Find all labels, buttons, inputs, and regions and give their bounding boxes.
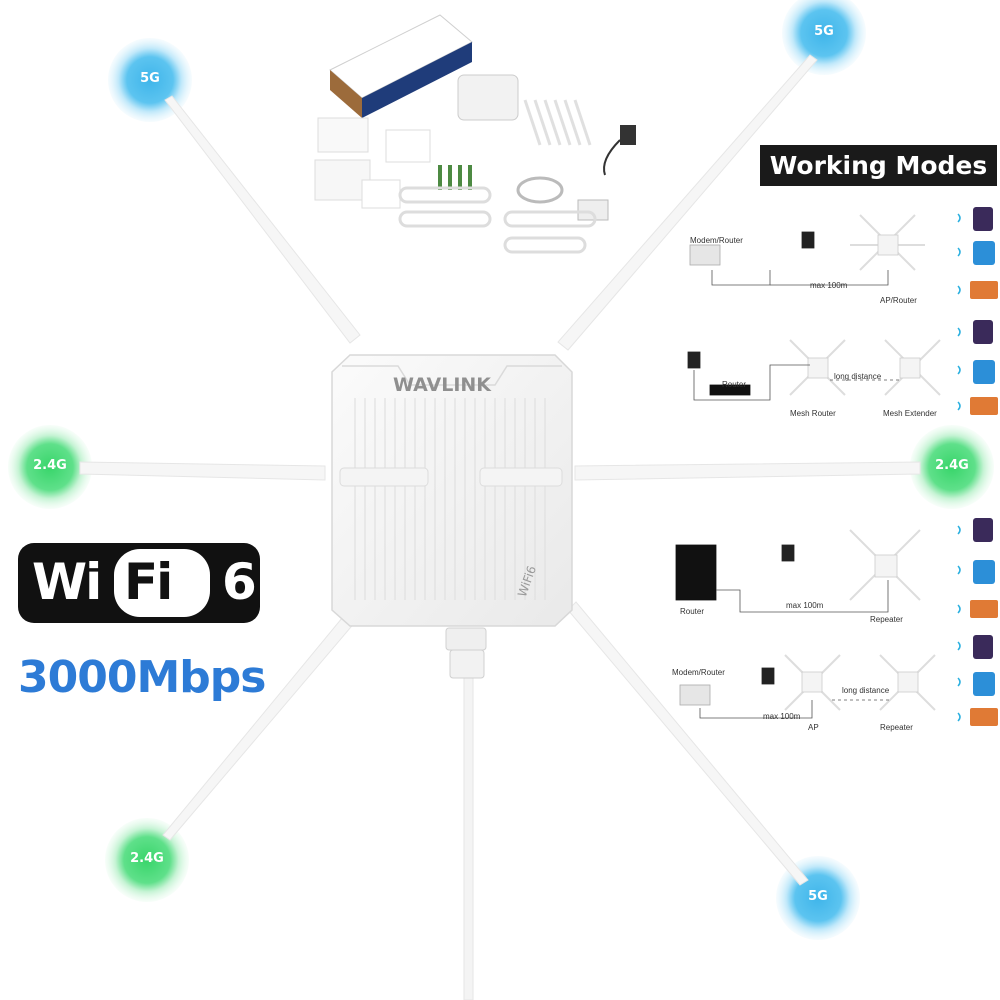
mode4-label-ap: AP bbox=[808, 723, 819, 732]
mode2-label-mesh-router: Mesh Router bbox=[790, 409, 836, 418]
antennas bbox=[79, 54, 921, 1000]
ap-device bbox=[331, 354, 573, 679]
mode1-label-ap-router: AP/Router bbox=[880, 296, 917, 305]
mode4-label-modem: Modem/Router bbox=[672, 668, 725, 677]
mode1-label-distance: max 100m bbox=[810, 281, 848, 290]
mode4-label-distance: max 100m bbox=[763, 712, 801, 721]
band-24g-glow-right bbox=[910, 425, 994, 509]
working-mode-diagrams bbox=[675, 214, 941, 719]
wifi-logo-fi-box bbox=[114, 549, 210, 617]
band-label-24g-right: 2.4G bbox=[935, 458, 969, 473]
band-label-24g-left: 2.4G bbox=[33, 458, 67, 473]
mode2-label-mesh-extender: Mesh Extender bbox=[883, 409, 937, 418]
mode3-label-distance: max 100m bbox=[786, 601, 824, 610]
mode4-label-long-distance: long distance bbox=[842, 686, 890, 695]
working-modes-title: Working Modes bbox=[760, 145, 997, 186]
band-label-24g-bottom-left: 2.4G bbox=[130, 851, 164, 866]
band-label-5g-top-left: 5G bbox=[140, 71, 160, 86]
band-24g-glow-left bbox=[8, 425, 92, 509]
mode1-label-modem: Modem/Router bbox=[690, 236, 743, 245]
mode3-label-repeater: Repeater bbox=[870, 615, 903, 624]
wifi-logo-generation: 6 bbox=[222, 553, 257, 611]
mode2-label-router: Router bbox=[722, 380, 747, 389]
package-contents bbox=[314, 14, 636, 254]
wifi-logo-fi: Fi bbox=[124, 553, 173, 611]
band-label-5g-bottom-right: 5G bbox=[808, 889, 828, 904]
speed-label: 3000Mbps bbox=[18, 652, 266, 703]
client-devices bbox=[957, 207, 998, 726]
wifi6-logo: Wi Fi 6 bbox=[18, 543, 260, 623]
mode4-label-repeater: Repeater bbox=[880, 723, 913, 732]
band-label-5g-top-right: 5G bbox=[814, 24, 834, 39]
device-brand-logo: WAVLINK bbox=[392, 374, 492, 396]
mode3-label-router: Router bbox=[680, 607, 705, 616]
mode2-label-distance: long distance bbox=[834, 372, 882, 381]
wifi-logo-wi: Wi bbox=[32, 553, 102, 611]
band-5g-glow-top-right bbox=[782, 0, 866, 75]
